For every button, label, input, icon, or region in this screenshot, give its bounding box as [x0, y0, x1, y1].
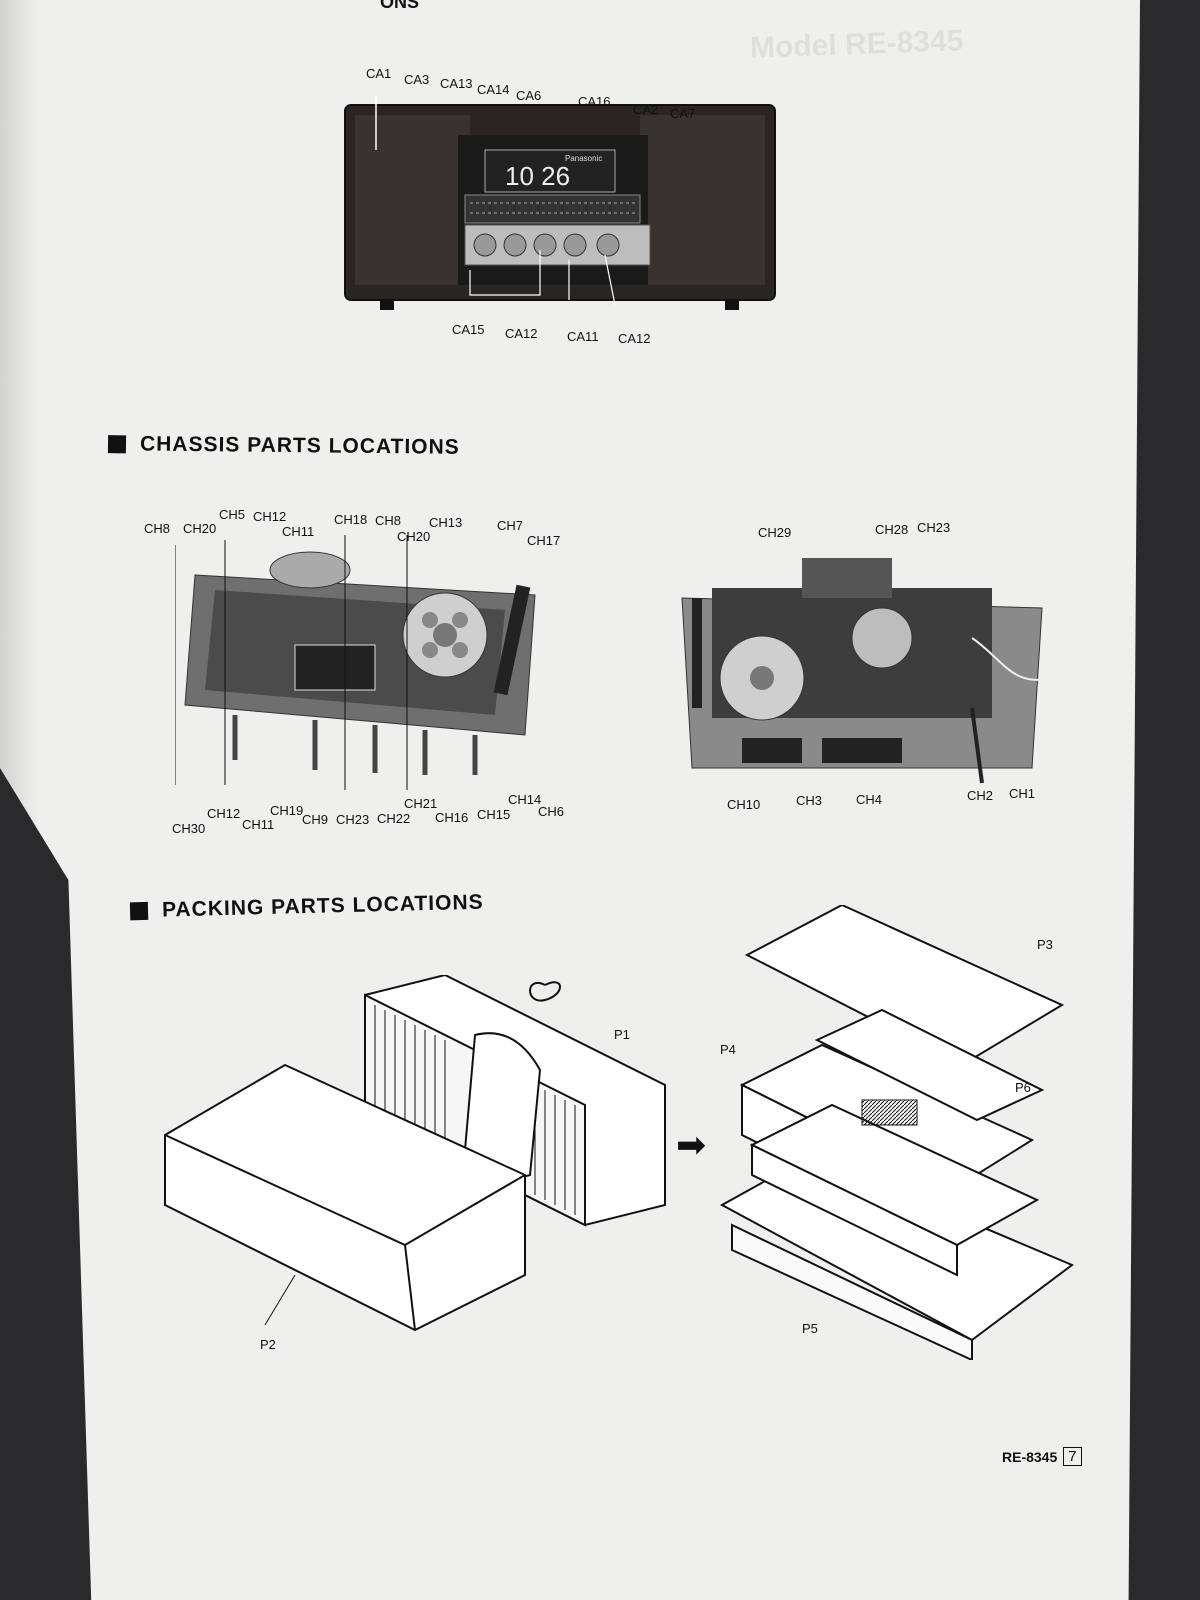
- chassis-label-left: CH30: [172, 821, 206, 836]
- chassis-label-left: CH16: [435, 810, 469, 825]
- chassis-label-left: CH14: [508, 792, 542, 807]
- heading-bullet: [129, 901, 149, 921]
- cabinet-label: CA14: [477, 82, 510, 97]
- cabinet-label: CA1: [366, 66, 392, 81]
- cut-off-heading: ONS: [380, 0, 420, 12]
- packing-label: P6: [1015, 1080, 1031, 1095]
- cabinet-label: CA13: [440, 76, 473, 91]
- cabinet-label: CA16: [578, 94, 611, 109]
- chassis-heading: CHASSIS PARTS LOCATIONS: [107, 432, 460, 460]
- chassis-label-left: CH7: [497, 518, 524, 533]
- chassis-label-left: CH8: [144, 521, 171, 536]
- packing-right-drawing: [719, 905, 1074, 1360]
- chassis-label-left: CH17: [527, 533, 561, 548]
- packing-label: P3: [1037, 937, 1053, 952]
- cabinet-label: CA15: [452, 322, 485, 337]
- bleed-through-text: Model RE-8345: [749, 24, 964, 65]
- page-number: 7: [1063, 1447, 1082, 1466]
- chassis-label-left: CH15: [477, 807, 511, 822]
- chassis-label-right: CH2: [967, 788, 994, 803]
- chassis-label-right: CH3: [796, 793, 823, 808]
- cabinet-label: CA6: [516, 88, 542, 103]
- packing-label: P5: [802, 1321, 818, 1336]
- chassis-label-right: CH10: [727, 797, 761, 812]
- chassis-label-left: CH8: [375, 513, 402, 528]
- cabinet-label: CA3: [404, 72, 430, 87]
- page-footer: RE-8345 7: [1002, 1447, 1082, 1466]
- manual-page: Model RE-8345 ONS 10 26 Panasonic CA1 CA…: [0, 0, 1140, 1600]
- chassis-label-right: CH29: [758, 525, 792, 540]
- packing-left-drawing: [164, 975, 666, 1332]
- chassis-label-right: CH23: [917, 520, 951, 535]
- packing-heading: PACKING PARTS LOCATIONS: [129, 890, 484, 924]
- cabinet-label: CA12: [618, 331, 651, 346]
- packing-heading-text: PACKING PARTS LOCATIONS: [161, 890, 484, 922]
- model-number: RE-8345: [1002, 1448, 1058, 1465]
- radio-clock-display: 10 26: [505, 161, 570, 191]
- chassis-label-left: CH9: [302, 812, 329, 827]
- cabinet-label: CA11: [567, 329, 599, 344]
- chassis-label-right: CH4: [856, 792, 883, 807]
- chassis-label-left: CH20: [397, 529, 431, 544]
- packing-label: P2: [260, 1337, 276, 1352]
- chassis-label-left: CH6: [538, 804, 565, 819]
- chassis-label-left: CH12: [207, 806, 241, 821]
- chassis-label-left: CH19: [270, 803, 304, 818]
- chassis-label-left: CH18: [334, 512, 368, 527]
- chassis-label-left: CH20: [183, 521, 217, 536]
- chassis-label-left: CH21: [404, 796, 438, 811]
- chassis-label-left: CH23: [336, 812, 370, 827]
- radio-brand: Panasonic: [565, 154, 602, 163]
- heading-bullet: [107, 435, 127, 454]
- cabinet-label: CA7: [670, 106, 696, 121]
- arrow-icon: ➡: [676, 1124, 707, 1165]
- packing-label: P1: [614, 1027, 630, 1042]
- chassis-label-left: CH11: [282, 524, 315, 539]
- chassis-right-photo: [681, 558, 1053, 784]
- cabinet-label: CA2: [633, 102, 659, 117]
- page-fold-shadow: [0, 0, 40, 1600]
- cabinet-label: CA12: [505, 326, 538, 341]
- chassis-label-left: CH11: [242, 817, 275, 832]
- radio-front-illustration: 10 26 Panasonic: [344, 95, 776, 310]
- chassis-left-photo: [175, 535, 536, 790]
- chassis-heading-text: CHASSIS PARTS LOCATIONS: [139, 432, 460, 459]
- chassis-label-left: CH12: [253, 509, 287, 524]
- chassis-label-right: CH28: [875, 522, 909, 537]
- chassis-label-left: CH13: [429, 515, 463, 530]
- chassis-label-left: CH22: [377, 811, 411, 826]
- packing-label: P4: [720, 1042, 736, 1057]
- chassis-label-left: CH5: [219, 507, 246, 522]
- chassis-label-right: CH1: [1009, 786, 1036, 801]
